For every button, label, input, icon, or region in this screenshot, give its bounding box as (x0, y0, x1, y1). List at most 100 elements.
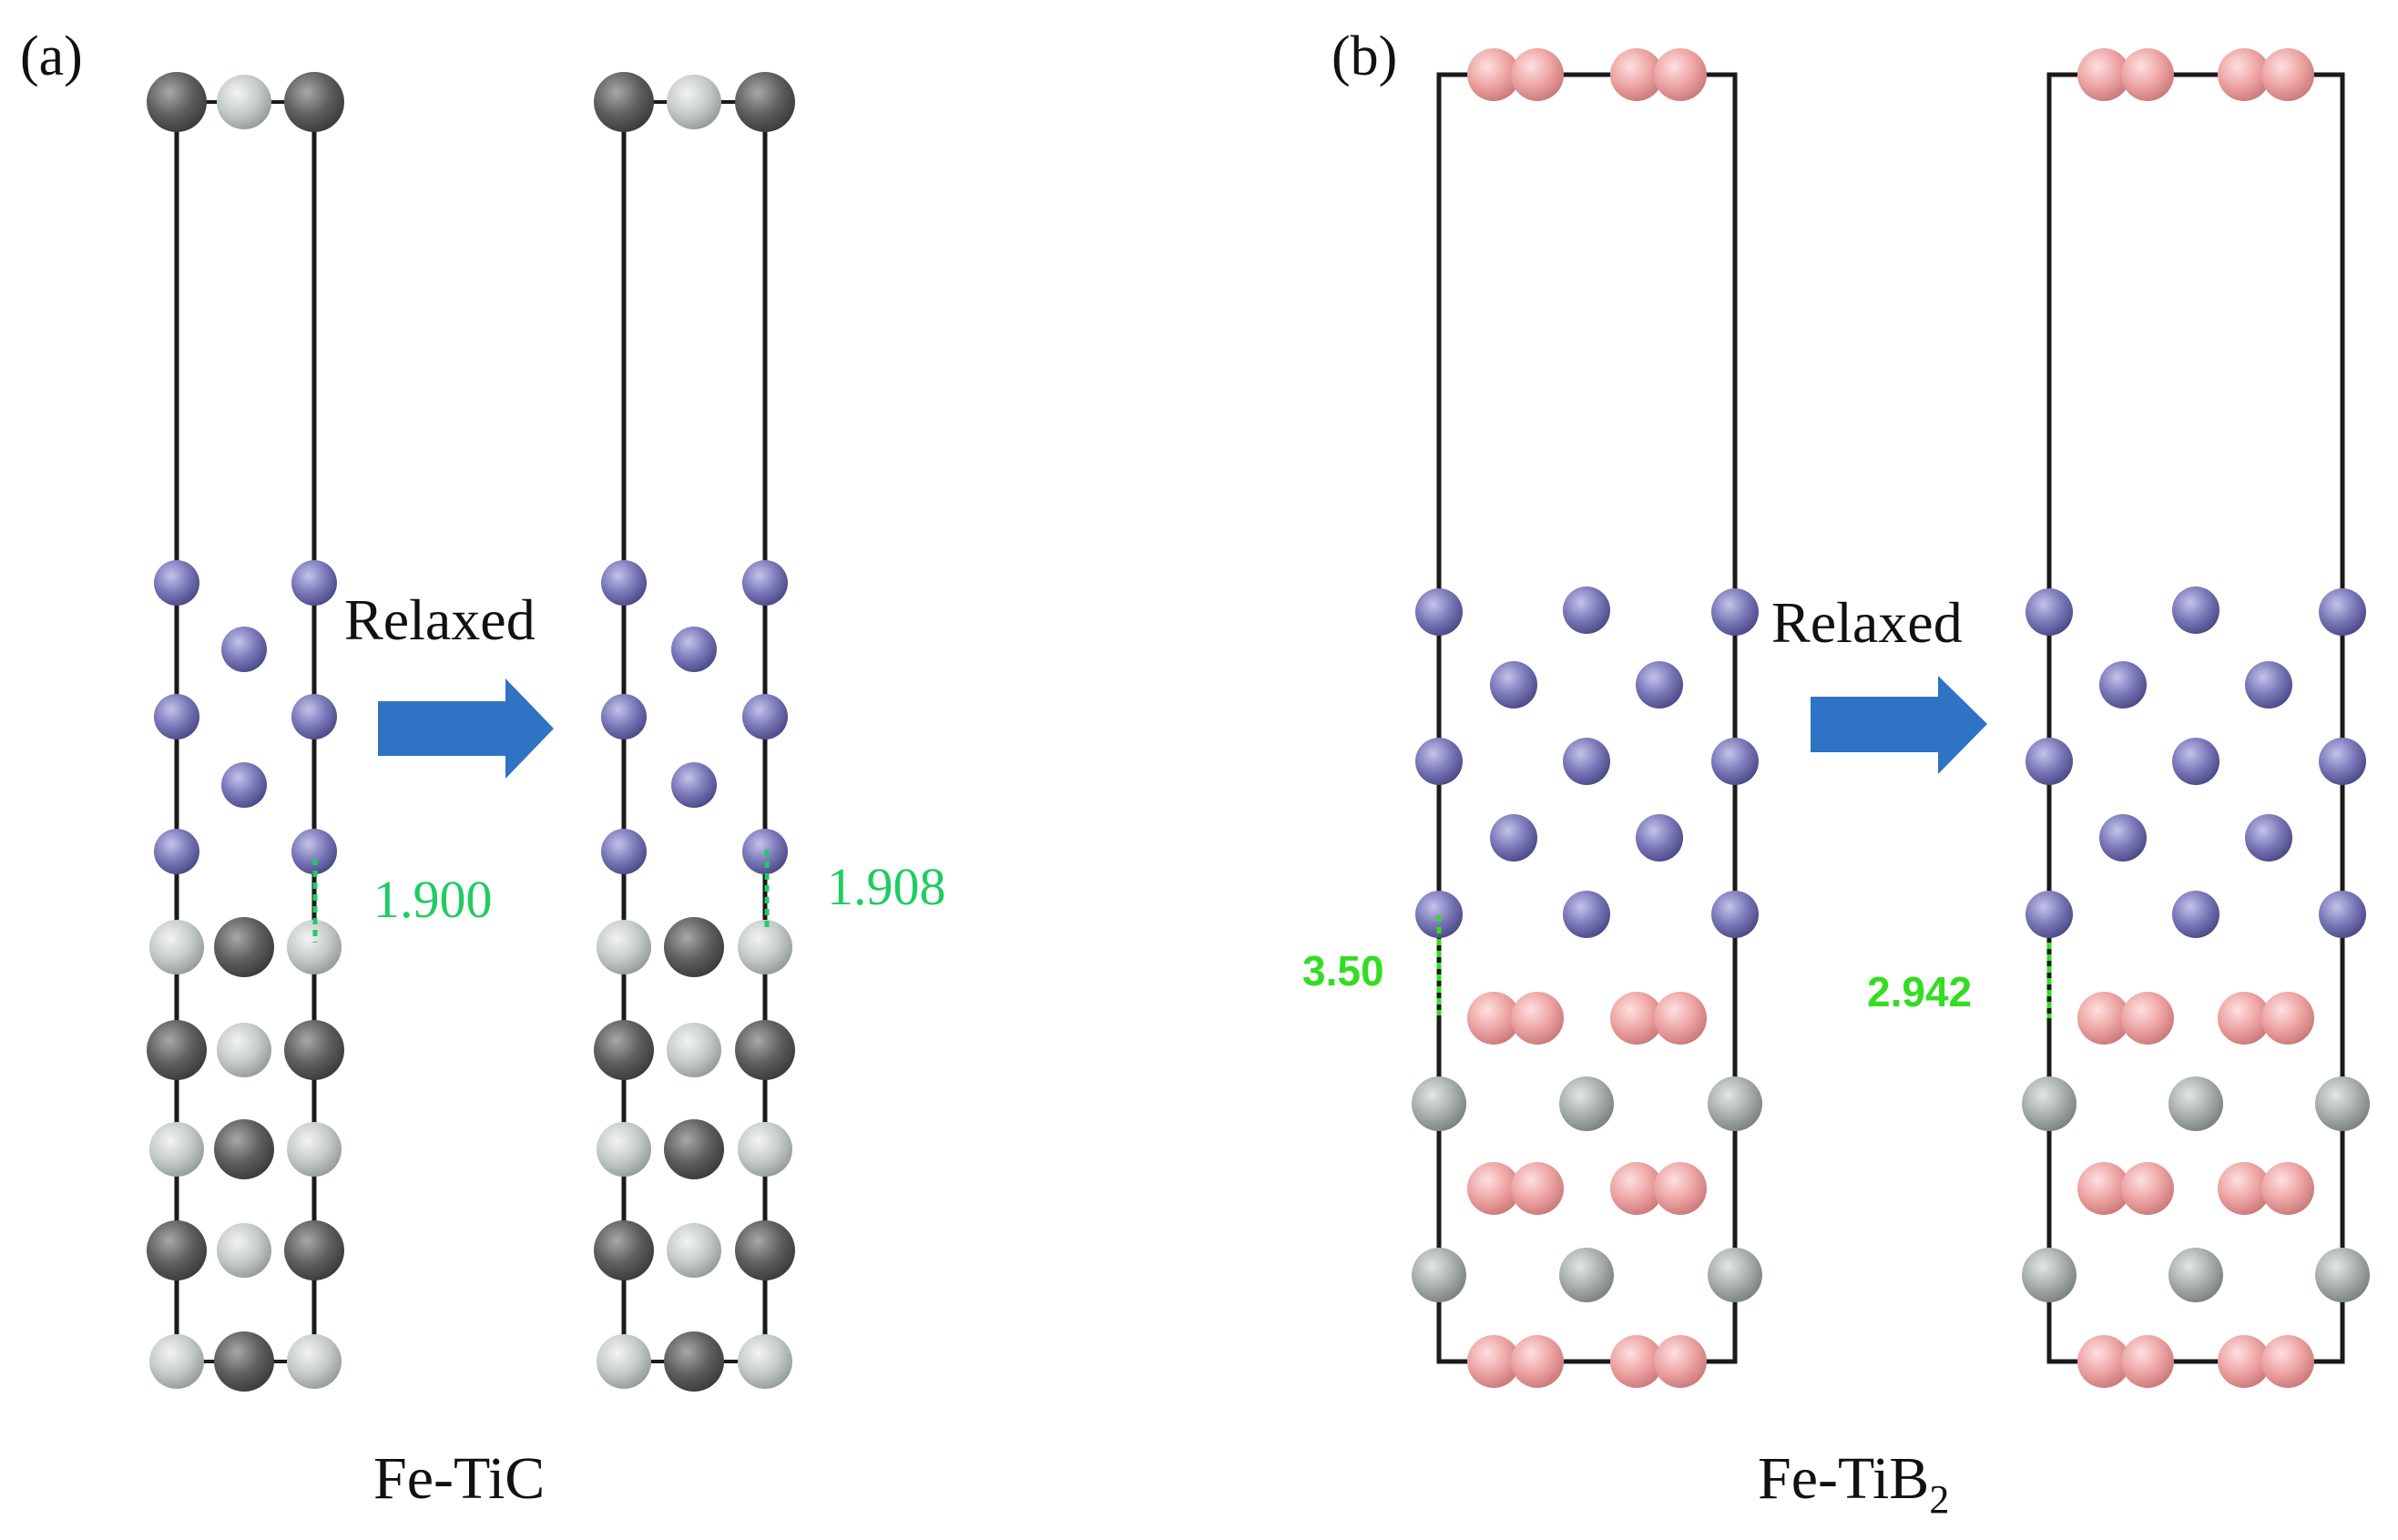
b-after-b-atom (2121, 1162, 2174, 1215)
a-before-fe-atom (291, 694, 337, 739)
b-before-b-atom (1654, 1335, 1707, 1388)
b-after-b-atom (2261, 1162, 2314, 1215)
b-before-ti-atom (1559, 1248, 1614, 1302)
a-before-fe-atom (221, 762, 267, 808)
a-before-tic-atom (214, 917, 274, 977)
a-after-tic-atom (738, 920, 792, 974)
relaxed-label-a: Relaxed (344, 587, 536, 652)
b-after-b-atom (2121, 48, 2174, 101)
b-after-ti-atom (2168, 1076, 2223, 1131)
b-after-fe-atom (2319, 588, 2366, 636)
b-after-fe-atom (2172, 891, 2219, 938)
a-before-tic-atom (147, 72, 207, 132)
b-after-b-atom (2077, 1162, 2130, 1215)
b-before-b-atom (1467, 992, 1520, 1045)
b-before-ti-atom (1412, 1076, 1466, 1131)
panel-a-label: (a) (20, 25, 83, 87)
a-after-tic-atom (594, 1020, 654, 1080)
b-before-fe-atom (1415, 738, 1463, 785)
a-after-tic-atom (735, 1020, 795, 1080)
a-before-tic-atom (217, 75, 271, 129)
b-before-fe-atom (1490, 814, 1537, 862)
b-before-b-atom (1511, 48, 1564, 101)
b-after-b-atom (2121, 1335, 2174, 1388)
b-before-b-atom (1511, 992, 1564, 1045)
a-after-tic-atom (667, 75, 721, 129)
b-before-fe-atom (1636, 814, 1683, 862)
b-after-fe-atom (2172, 586, 2219, 634)
a-after-fe-atom (601, 560, 647, 606)
a-after-fe-atom (601, 829, 647, 874)
distance-a-after: 1.908 (827, 857, 946, 916)
b-after-fe-atom (2026, 738, 2073, 785)
a-after-fe-atom (742, 694, 788, 739)
relaxed-arrow-a (378, 678, 554, 779)
a-before-tic-atom (287, 1122, 342, 1177)
b-before-fe-atom (1636, 661, 1683, 709)
b-before-b-atom (1467, 1162, 1520, 1215)
caption-fe-tib2-subscript: 2 (1929, 1477, 1949, 1522)
b-before-ti-atom (1559, 1076, 1614, 1131)
a-after-tic-atom (667, 1023, 721, 1077)
a-before-tic-atom (149, 1334, 204, 1389)
b-after-fe-atom (2026, 588, 2073, 636)
b-after-fe-atom (2172, 738, 2219, 785)
b-after-b-atom (2121, 992, 2174, 1045)
panel-b-label: (b) (1332, 25, 1397, 87)
b-before-ti-atom (1708, 1248, 1762, 1302)
a-before-tic-atom (287, 920, 342, 974)
b-after-b-atom (2218, 992, 2270, 1045)
a-before-fe-atom (291, 829, 337, 874)
b-before-fe-atom (1563, 891, 1610, 938)
distance-a-before: 1.900 (373, 870, 493, 929)
a-before-tic-atom (214, 1331, 274, 1392)
b-after-cell (2046, 72, 2345, 1364)
atoms-layer (147, 48, 2370, 1392)
b-before-ti-atom (1412, 1248, 1466, 1302)
b-after-b-atom (2218, 48, 2270, 101)
b-after-fe-atom (2245, 814, 2292, 862)
distance-b-after: 2.942 (1867, 968, 1972, 1015)
a-after-fe-atom (601, 694, 647, 739)
b-before-fe-atom (1415, 891, 1463, 938)
b-before-b-atom (1610, 48, 1663, 101)
a-after-tic-atom (738, 1122, 792, 1177)
b-after-ti-atom (2022, 1248, 2077, 1302)
b-before-b-atom (1610, 992, 1663, 1045)
b-after-b-atom (2218, 1335, 2270, 1388)
a-before-tic-atom (147, 1020, 207, 1080)
a-before-tic-atom (217, 1023, 271, 1077)
a-after-tic-atom (664, 1331, 724, 1392)
b-before-fe-atom (1711, 738, 1759, 785)
b-before-ti-atom (1708, 1076, 1762, 1131)
b-after-b-atom (2077, 992, 2130, 1045)
a-after-fe-atom (671, 627, 717, 672)
a-before-tic-atom (149, 920, 204, 974)
b-before-b-atom (1511, 1162, 1564, 1215)
b-after-fe-atom (2319, 738, 2366, 785)
b-before-fe-atom (1711, 588, 1759, 636)
b-after-fe-atom (2099, 661, 2147, 709)
a-before-tic-atom (284, 72, 344, 132)
a-after-tic-atom (597, 1122, 651, 1177)
a-after-tic-atom (738, 1334, 792, 1389)
b-before-b-atom (1467, 1335, 1520, 1388)
caption-fe-tib2: Fe-TiB2 (1758, 1445, 1949, 1522)
caption-fe-tic: Fe-TiC (373, 1445, 545, 1512)
b-after-fe-atom (2099, 814, 2147, 862)
b-before-b-atom (1654, 992, 1707, 1045)
b-after-ti-atom (2022, 1076, 2077, 1131)
b-after-ti-atom (2315, 1076, 2370, 1131)
b-after-b-atom (2261, 992, 2314, 1045)
b-before-fe-atom (1563, 738, 1610, 785)
a-before-tic-atom (149, 1122, 204, 1177)
a-before-tic-atom (147, 1220, 207, 1280)
b-after-b-atom (2261, 48, 2314, 101)
distance-b-before: 3.50 (1302, 947, 1384, 994)
relaxed-label-b: Relaxed (1771, 590, 1963, 655)
a-before-tic-atom (214, 1119, 274, 1179)
a-before-tic-atom (284, 1220, 344, 1280)
b-before-cell (1436, 72, 1738, 1364)
a-before-fe-atom (291, 560, 337, 606)
a-after-tic-atom (664, 917, 724, 977)
